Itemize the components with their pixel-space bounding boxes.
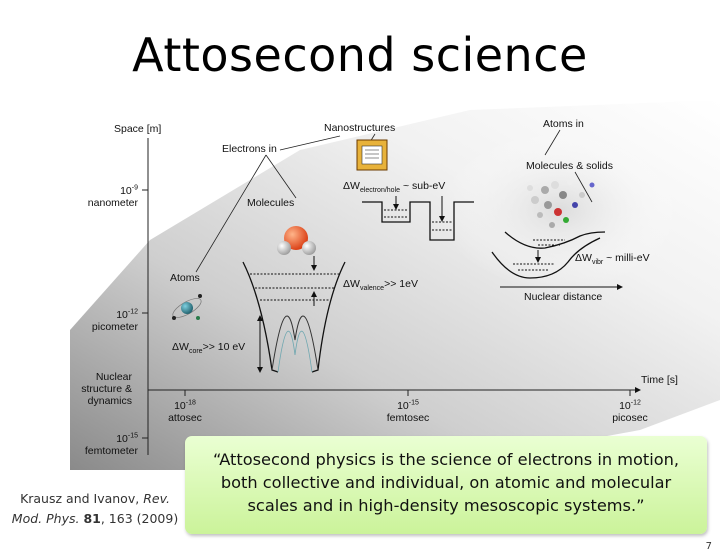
large-molecule-icon: [527, 179, 595, 228]
x-axis-label: Time [s]: [641, 374, 678, 386]
vibrational-well-diagram: [491, 231, 606, 279]
water-molecule-icon: [277, 226, 316, 255]
label-nuclear-distance: Nuclear distance: [524, 291, 603, 303]
label-molecules: Molecules: [247, 197, 295, 209]
y-axis-label: Space [m]: [114, 123, 162, 135]
slide-title: Attosecond science: [132, 28, 588, 82]
quote-box: “Attosecond physics is the science of el…: [185, 436, 707, 534]
label-dw-electron-hole: ΔWelectron/hole ~ sub-eV: [343, 180, 446, 195]
label-dw-valence: ΔWvalence>> 1eV: [343, 278, 418, 293]
label-molecules-solids: Molecules & solids: [526, 160, 613, 172]
potential-well-diagram: [242, 261, 346, 373]
quote-line-2: both collective and individual, on atomi…: [220, 473, 672, 492]
page-number: 7: [705, 541, 712, 552]
atom-icon: [172, 294, 202, 320]
label-atoms: Atoms: [170, 272, 200, 284]
citation: Krausz and Ivanov, Rev. Mod. Phys. 81, 1…: [11, 491, 179, 526]
label-electrons-in: Electrons in: [222, 143, 277, 155]
label-nanostructures: Nanostructures: [324, 122, 396, 134]
quote-line-3: scales and in high-density mesoscopic sy…: [247, 496, 645, 515]
label-atoms-in: Atoms in: [543, 118, 584, 130]
label-dw-core: ΔWcore>> 10 eV: [172, 341, 246, 356]
label-dw-vibr: ΔWvibr ~ milli-eV: [575, 252, 650, 267]
quote-line-1: “Attosecond physics is the science of el…: [212, 450, 680, 469]
nanostructure-well-diagram: [362, 201, 474, 241]
